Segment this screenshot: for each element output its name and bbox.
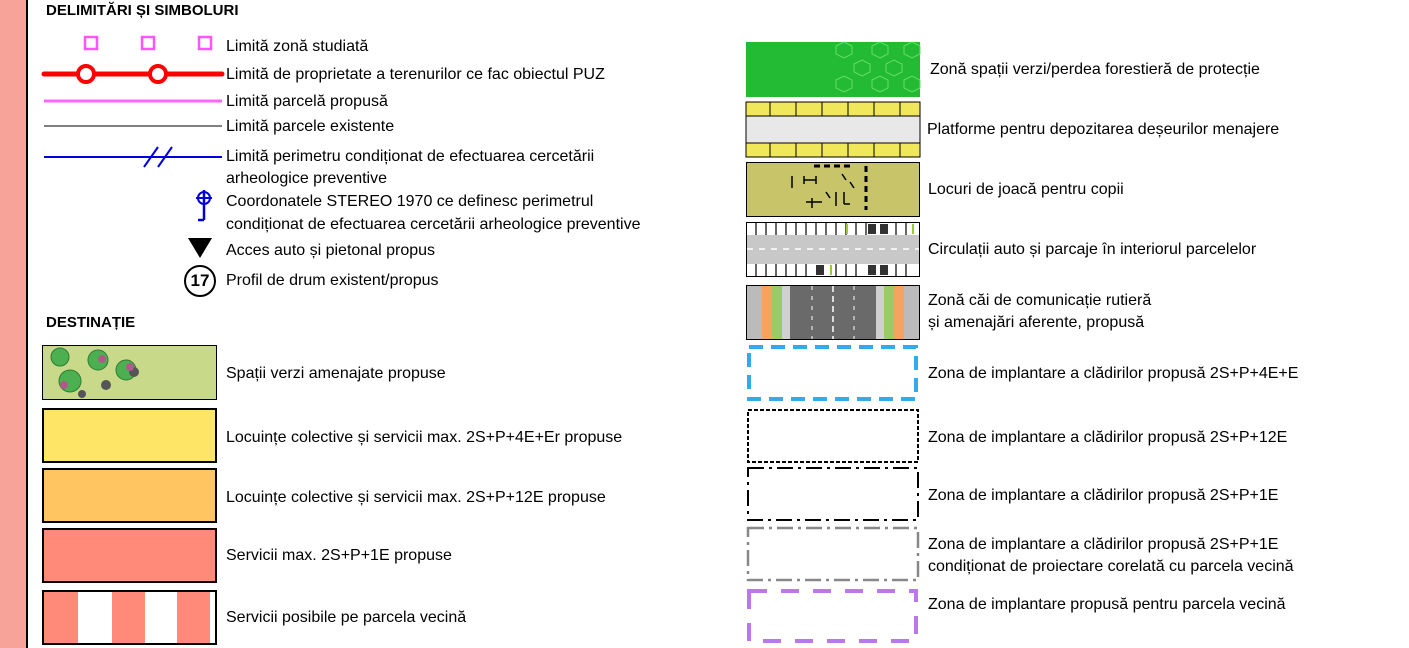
road-profile-icon — [184, 265, 216, 297]
property-limit-symbol — [41, 64, 225, 84]
label-servicii-1e: Servicii max. 2S+P+1E propuse — [226, 547, 452, 564]
label-impl-12e: Zona de implantare a clădirilor propusă … — [928, 429, 1288, 446]
label-impl-vecina: Zona de implantare propusă pentru parcel… — [928, 596, 1286, 613]
playground-swatch — [746, 162, 920, 217]
label-deseuri: Platforme pentru depozitarea deșeurilor … — [927, 121, 1280, 138]
label-locuinte-12e: Locuințe colective și servicii max. 2S+P… — [226, 489, 606, 506]
left-margin-border — [26, 0, 28, 648]
label-stereo-2: condiționat de efectuarea cercetării arh… — [226, 216, 641, 233]
heading-destinatie: DESTINAȚIE — [46, 314, 136, 331]
label-forestiera: Zonă spații verzi/perdea forestieră de p… — [930, 61, 1260, 78]
label-servicii-vecina: Servicii posibile pe parcela vecină — [226, 609, 467, 626]
label-impl-1e: Zona de implantare a clădirilor propusă … — [928, 487, 1279, 504]
label-impl-1e-cond-2: condiționat de proiectare corelată cu pa… — [928, 558, 1294, 575]
label-cai-2: și amenajări aferente, propusă — [928, 314, 1145, 331]
heading-delimitari: DELIMITĂRI ȘI SIMBOLURI — [46, 2, 239, 19]
left-margin-stripe — [0, 0, 26, 648]
stereo-coordinates-icon — [196, 190, 212, 222]
label-impl-1e-cond-1: Zona de implantare a clădirilor propusă … — [928, 536, 1279, 553]
label-proprietate: Limită de proprietate a terenurilor ce f… — [226, 66, 605, 83]
label-perimetru-2: arheologice preventive — [226, 170, 387, 187]
archaeological-perimeter-symbol — [44, 146, 222, 168]
implantation-12e-swatch — [747, 409, 919, 463]
label-profil: Profil de drum existent/propus — [226, 272, 439, 289]
studied-zone-symbol — [83, 35, 213, 51]
label-stereo-1: Coordonatele STEREO 1970 ce definesc per… — [226, 193, 594, 210]
collective-housing-12e-swatch — [42, 468, 217, 523]
access-arrow-icon — [188, 238, 212, 258]
label-impl-4e: Zona de implantare a clădirilor propusă … — [928, 365, 1299, 382]
implantation-1e-conditioned-swatch — [746, 526, 920, 582]
collective-housing-4e-swatch — [42, 408, 217, 463]
implantation-1e-swatch — [747, 467, 919, 521]
label-perimetru-1: Limită perimetru condiționat de efectuar… — [226, 148, 595, 165]
waste-platform-swatch — [745, 101, 921, 158]
road-profile-number: 17 — [190, 271, 210, 290]
forest-green-swatch — [746, 41, 921, 97]
label-parcela-propusa: Limită parcelă propusă — [226, 93, 388, 110]
services-1e-swatch — [42, 528, 217, 583]
label-circulatii: Circulații auto și parcaje în interiorul… — [928, 241, 1257, 258]
parking-circulation-swatch — [746, 222, 920, 277]
label-acces: Acces auto și pietonal propus — [226, 242, 436, 259]
label-spatii-verzi: Spații verzi amenajate propuse — [226, 365, 446, 382]
implantation-4e-swatch — [747, 345, 918, 401]
proposed-parcel-symbol — [44, 99, 222, 103]
road-zone-swatch — [746, 285, 920, 340]
label-cai-1: Zonă căi de comunicație rutieră — [928, 292, 1152, 309]
label-locuinte-4e: Locuințe colective și servicii max. 2S+P… — [226, 429, 623, 446]
label-joaca: Locuri de joacă pentru copii — [928, 181, 1124, 198]
existing-parcels-symbol — [44, 125, 222, 127]
green-spaces-swatch — [42, 345, 217, 400]
services-neighbour-swatch — [42, 590, 217, 645]
implantation-neighbour-swatch — [747, 589, 918, 643]
label-zona-studiata: Limită zonă studiată — [226, 38, 369, 55]
label-parcele-existente: Limită parcele existente — [226, 118, 395, 135]
